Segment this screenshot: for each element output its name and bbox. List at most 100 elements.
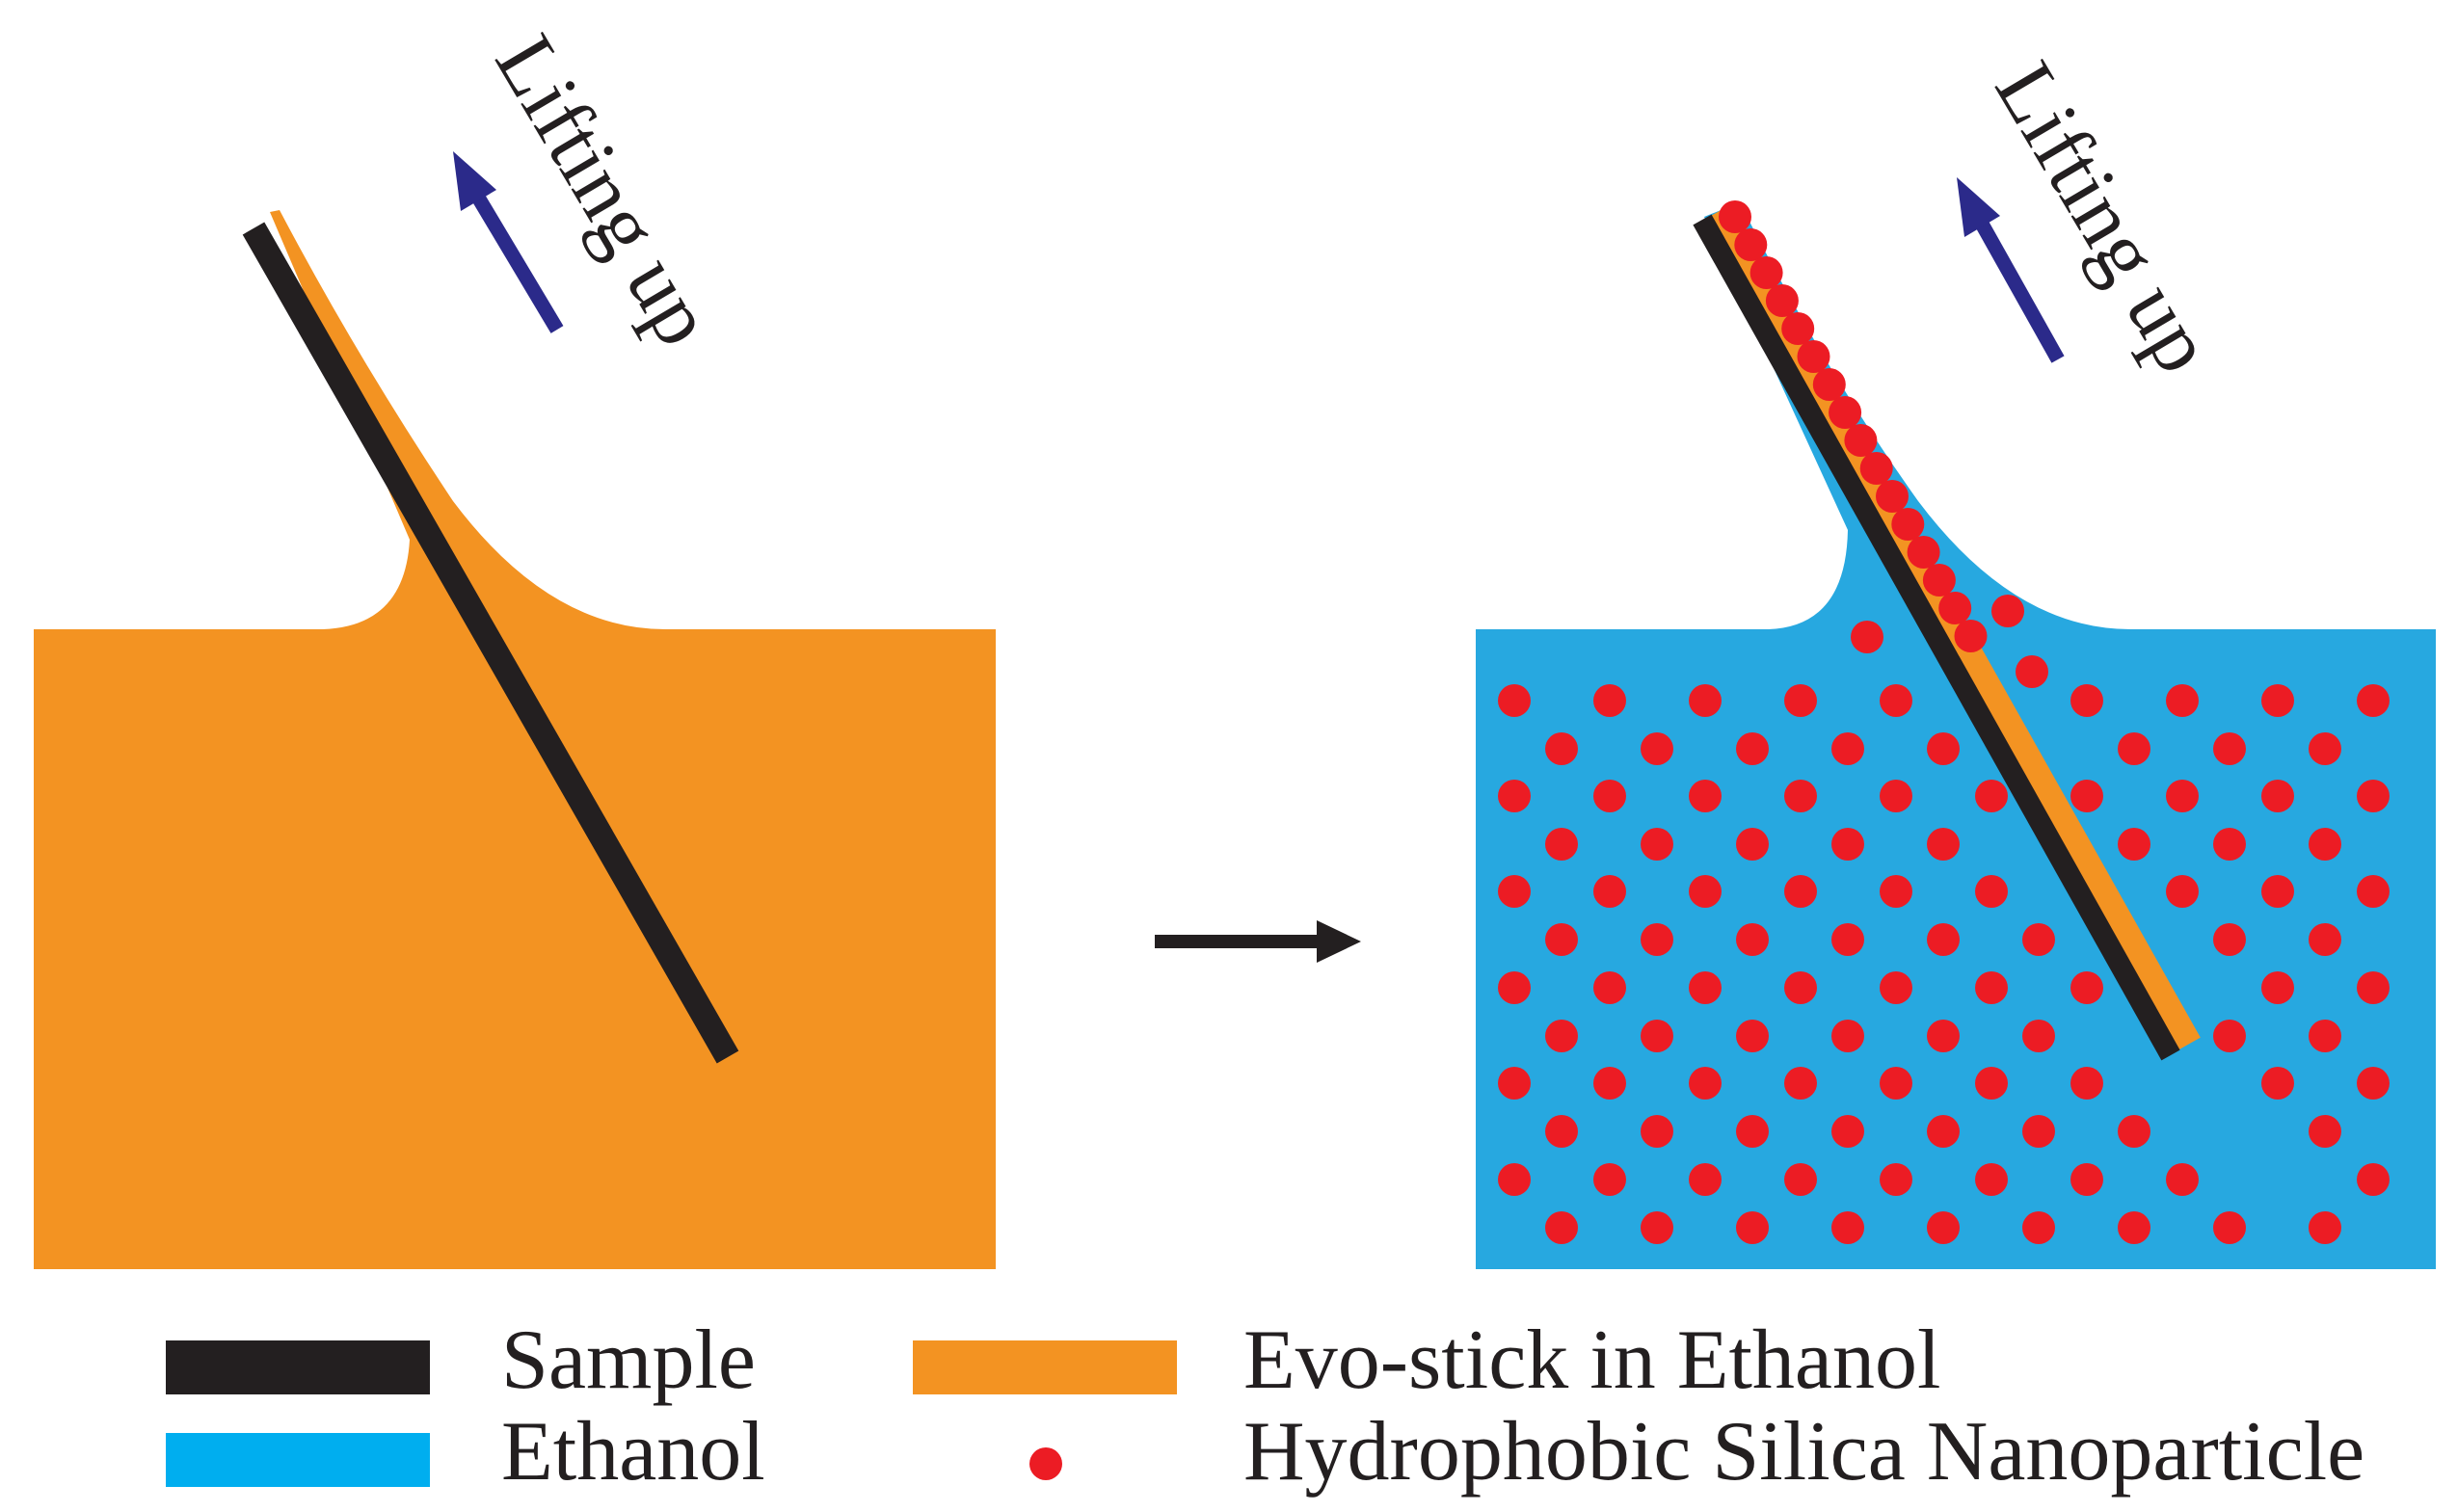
nanoparticle [1689,1163,1722,1196]
nanoparticle [1927,1211,1960,1244]
nanoparticle [1736,923,1769,956]
left-lifting-up-label: Lifting up [477,20,732,361]
nanoparticle [1927,1020,1960,1052]
coating-nanoparticle [1907,536,1940,569]
nanoparticle [2070,684,2103,717]
nanoparticle [1927,732,1960,765]
legend-swatch-evo-stick [913,1340,1177,1394]
nanoparticle [2022,1211,2055,1244]
coating-nanoparticle [1954,620,1988,652]
nanoparticle [1641,923,1673,956]
left-sample-bar [242,222,739,1064]
nanoparticle [2261,971,2294,1004]
right-panel: Lifting up [1476,47,2436,1269]
nanoparticle [1498,875,1531,908]
left-lift-arrow [453,151,564,333]
nanoparticle [1784,875,1817,908]
nanoparticle [1880,1163,1912,1196]
nanoparticle [1641,1020,1673,1052]
left-panel: Lifting up [34,20,996,1269]
nanoparticle [1784,684,1817,717]
nanoparticle [1831,1020,1864,1052]
nanoparticle [2357,780,2390,812]
nanoparticle [1784,1067,1817,1100]
left-liquid-bath [34,210,996,1269]
nanoparticle [1831,1211,1864,1244]
nanoparticle [1975,971,2008,1004]
nanoparticle [2016,655,2048,688]
nanoparticle [2022,923,2055,956]
nanoparticle [1784,780,1817,812]
nanoparticle [1641,732,1673,765]
coating-nanoparticle [1891,508,1925,541]
nanoparticle [1641,828,1673,861]
nanoparticle [1736,828,1769,861]
nanoparticle [1736,732,1769,765]
nanoparticle [2357,971,2390,1004]
legend: Sample Evo-stick in Ethanol Ethanol Hydr… [166,1313,2364,1499]
nanoparticle [1880,971,1912,1004]
nanoparticle [1831,1115,1864,1148]
nanoparticle [2166,1163,2199,1196]
nanoparticle [2261,684,2294,717]
nanoparticle [1975,875,2008,908]
nanoparticle [1880,875,1912,908]
nanoparticle [2213,923,2246,956]
right-nanoparticles [1498,595,2390,1244]
nanoparticle [1545,1211,1578,1244]
nanoparticle [2166,875,2199,908]
nanoparticle [1689,971,1722,1004]
nanoparticle [1689,780,1722,812]
coating-nanoparticle [1781,312,1815,345]
right-sample-bar [1693,214,2180,1061]
nanoparticle [1593,875,1626,908]
nanoparticle [1831,828,1864,861]
legend-label-sample: Sample [501,1313,756,1407]
nanoparticle [1851,621,1883,653]
nanoparticle [1784,971,1817,1004]
nanoparticle [2309,732,2341,765]
nanoparticle [1927,828,1960,861]
legend-label-nanoparticle: Hydrophobic Silica Nanoparticle [1243,1405,2364,1499]
nanoparticle [1593,1067,1626,1100]
nanoparticle [1880,684,1912,717]
nanoparticle [2213,1211,2246,1244]
nanoparticle [1991,595,2024,627]
legend-label-ethanol: Ethanol [501,1405,765,1499]
nanoparticle [1545,1115,1578,1148]
nanoparticle [2022,1020,2055,1052]
coating-nanoparticle [1844,424,1878,457]
nanoparticle [1689,684,1722,717]
nanoparticle [1498,780,1531,812]
right-coating-layer [1703,203,2201,1054]
nanoparticle [2309,1211,2341,1244]
nanoparticle [2070,1067,2103,1100]
nanoparticle [2213,732,2246,765]
nanoparticle [1593,684,1626,717]
coating-nanoparticle [1876,480,1909,513]
coating-nanoparticle [1922,564,1956,597]
nanoparticle [2070,1163,2103,1196]
nanoparticle [2118,828,2150,861]
legend-label-evo-stick: Evo-stick in Ethanol [1243,1313,1940,1407]
nanoparticle [1975,1163,2008,1196]
nanoparticle [2261,780,2294,812]
nanoparticle [1498,684,1531,717]
coating-nanoparticle [1797,340,1830,373]
right-lifting-up-label: Lifting up [1977,47,2231,388]
nanoparticle [1880,780,1912,812]
nanoparticle [1641,1115,1673,1148]
nanoparticle [2022,1115,2055,1148]
nanoparticle [1927,1115,1960,1148]
nanoparticle [1593,780,1626,812]
transition-arrow [1155,920,1361,963]
coating-nanoparticle [1719,200,1751,233]
coating-nanoparticle [1829,396,1862,429]
legend-swatch-sample [166,1340,430,1394]
nanoparticle [1593,971,1626,1004]
nanoparticle [2070,780,2103,812]
nanoparticle [1545,1020,1578,1052]
coating-nanoparticle [1812,368,1846,401]
right-coating-nanoparticles [1719,200,1988,652]
nanoparticle [1641,1211,1673,1244]
